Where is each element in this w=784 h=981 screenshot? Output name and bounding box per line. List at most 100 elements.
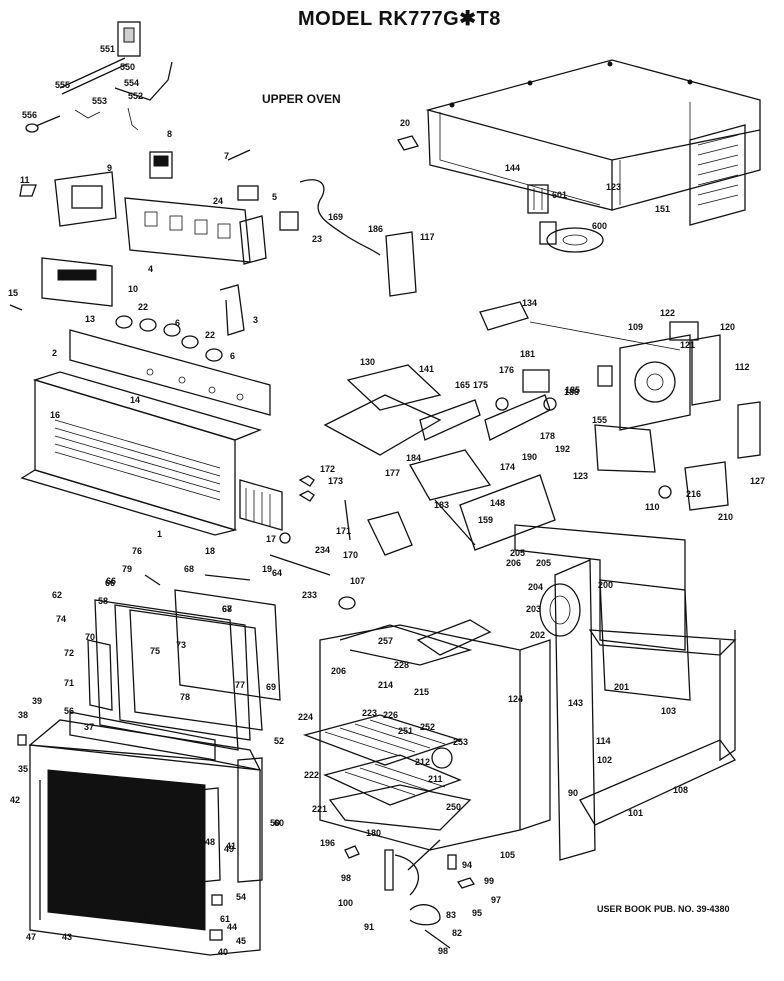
- part-label: 20: [400, 118, 410, 128]
- switch-assembly-parts: [25, 21, 173, 133]
- part-label: 67: [222, 604, 232, 614]
- part-label: 91: [364, 922, 374, 932]
- part-label: 556: [22, 110, 37, 120]
- part-label: 123: [606, 182, 621, 192]
- part-label: 94: [462, 860, 472, 870]
- part-label: 71: [64, 678, 74, 688]
- part-label: 223: [362, 708, 377, 718]
- control-parts: [19, 149, 417, 336]
- part-label: 114: [596, 736, 611, 746]
- part-label: 48: [205, 837, 215, 847]
- part-label: 151: [655, 204, 670, 214]
- part-label: 19: [262, 564, 272, 574]
- part-label: 251: [398, 726, 413, 736]
- part-label: 221: [312, 804, 327, 814]
- part-label: 554: [124, 78, 139, 88]
- part-label: 216: [686, 489, 701, 499]
- part-label: 175: [473, 380, 488, 390]
- part-label: 550: [120, 62, 135, 72]
- part-label: 206: [506, 558, 521, 568]
- part-label: 555: [55, 80, 70, 90]
- part-label: 169: [328, 212, 343, 222]
- part-label: 204: [528, 582, 543, 592]
- part-label: 76: [132, 546, 142, 556]
- part-label: 2: [52, 348, 57, 358]
- part-label: 196: [320, 838, 335, 848]
- part-number-labels: 551 550 554 555 553 552 556 8 9 7 5 11 2…: [8, 44, 765, 957]
- part-label: 186: [368, 224, 383, 234]
- part-label: 202: [530, 630, 545, 640]
- part-label: 69: [266, 682, 276, 692]
- part-label: 201: [614, 682, 629, 692]
- part-label: 211: [428, 774, 443, 784]
- part-label: 23: [312, 234, 322, 244]
- convection-fan-assembly: [594, 321, 761, 511]
- part-label: 75: [150, 646, 160, 656]
- part-label: 56: [64, 706, 74, 716]
- part-label: 127: [750, 476, 765, 486]
- part-label: 90: [568, 788, 578, 798]
- part-label: 9: [107, 163, 112, 173]
- oven-top-components: [298, 301, 681, 556]
- part-label: 102: [597, 755, 612, 765]
- part-label: 234: [315, 545, 330, 555]
- part-label: 120: [720, 322, 735, 332]
- part-label: 181: [520, 349, 535, 359]
- part-label: 176: [499, 365, 514, 375]
- part-label: 14: [130, 395, 140, 405]
- part-label: 40: [218, 947, 228, 957]
- part-label: 62: [52, 590, 62, 600]
- part-label: 253: [453, 737, 468, 747]
- part-label: 39: [32, 696, 42, 706]
- part-label: 78: [180, 692, 190, 702]
- part-label: 121: [680, 340, 695, 350]
- part-label: 105: [500, 850, 515, 860]
- part-label: 228: [394, 660, 409, 670]
- part-label: 58: [98, 596, 108, 606]
- part-label: 109: [628, 322, 643, 332]
- part-label: 101: [628, 808, 643, 818]
- part-label: 6: [230, 351, 235, 361]
- hinge-and-small-parts: [209, 596, 476, 949]
- part-label: 16: [50, 410, 60, 420]
- part-label: 49: [224, 844, 234, 854]
- part-label: 190: [522, 452, 537, 462]
- page-title: MODEL RK777G✱T8: [298, 8, 501, 30]
- outer-top-shell: [397, 59, 761, 253]
- part-label: 70: [85, 632, 95, 642]
- part-label: 44: [227, 922, 237, 932]
- part-label: 43: [62, 932, 72, 942]
- part-label: 47: [26, 932, 36, 942]
- part-label: 224: [298, 712, 313, 722]
- part-label: 60: [274, 818, 284, 828]
- part-label: 15: [8, 288, 18, 298]
- part-label: 3: [253, 315, 258, 325]
- part-label: 50: [270, 818, 280, 828]
- part-label: 1: [157, 529, 162, 539]
- part-label: 11: [20, 175, 30, 185]
- part-label: 215: [414, 687, 429, 697]
- part-label: 73: [176, 640, 186, 650]
- part-label: 185: [565, 385, 580, 395]
- part-label: 222: [304, 770, 319, 780]
- part-label: 203: [526, 604, 541, 614]
- part-label: 83: [446, 910, 456, 920]
- part-label: 177: [385, 468, 400, 478]
- part-label: 553: [92, 96, 107, 106]
- part-label: 35: [18, 764, 28, 774]
- part-label: 79: [122, 564, 132, 574]
- part-label: 552: [128, 91, 143, 101]
- part-label: 226: [383, 710, 398, 720]
- part-label: 148: [490, 498, 505, 508]
- part-label: 184: [406, 453, 421, 463]
- part-label: 212: [415, 757, 430, 767]
- part-label: 54: [236, 892, 246, 902]
- part-label: 117: [420, 232, 435, 242]
- part-label: 144: [505, 163, 520, 173]
- part-label: 141: [419, 364, 434, 374]
- part-label: 97: [491, 895, 501, 905]
- part-label: 42: [10, 795, 20, 805]
- part-label: 205: [536, 558, 551, 568]
